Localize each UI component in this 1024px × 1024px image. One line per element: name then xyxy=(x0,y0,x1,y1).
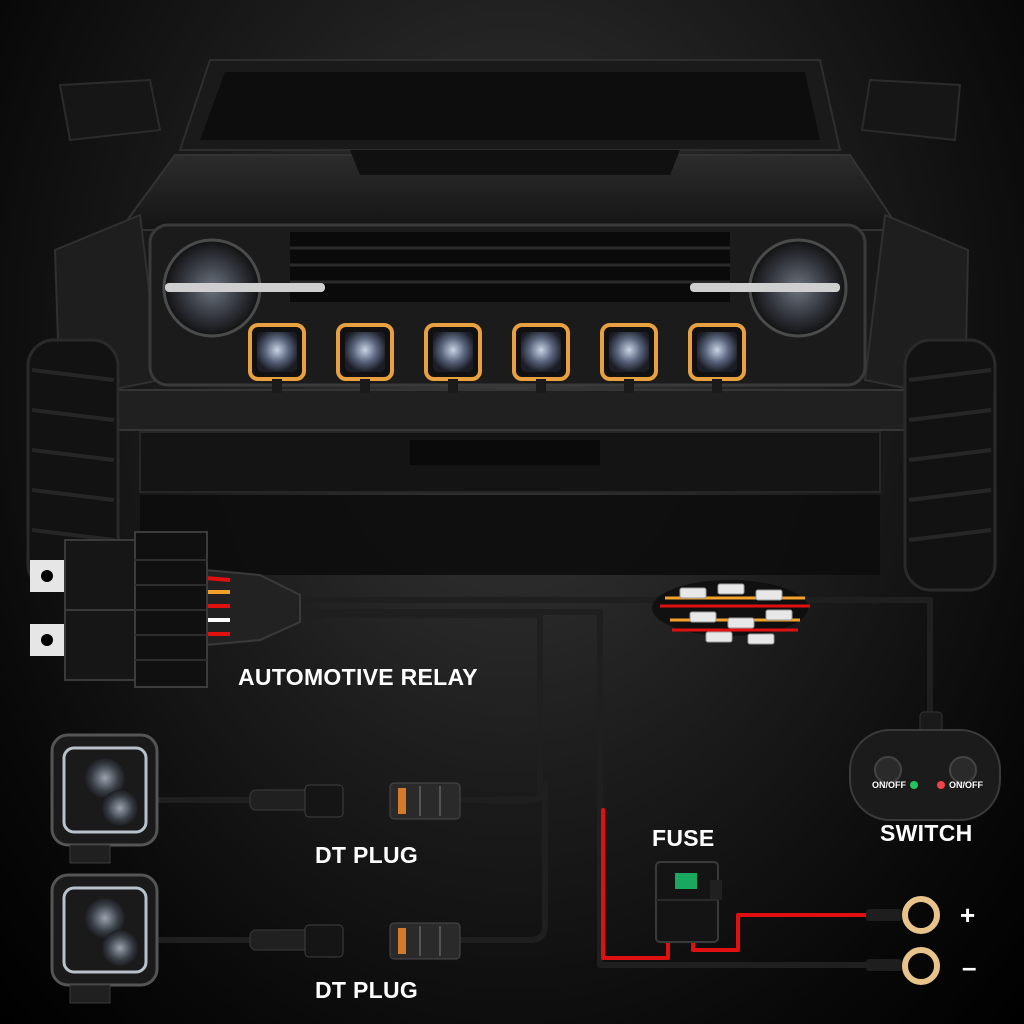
pod-light xyxy=(600,323,658,393)
dt-plug-label-bottom: DT PLUG xyxy=(315,977,419,1003)
dt-plug-label-top: DT PLUG xyxy=(315,842,419,868)
led-cube-light-top xyxy=(50,733,159,864)
truck-front-icon xyxy=(26,59,997,592)
switch-left-button-label: ON/OFF xyxy=(872,780,906,790)
fuse-icon xyxy=(655,861,722,943)
relay-icon xyxy=(30,531,208,688)
switch-label: SWITCH xyxy=(880,820,973,846)
led-cube-light-bottom xyxy=(50,873,159,1004)
splice-connectors-icon xyxy=(652,580,810,645)
pod-light xyxy=(512,323,570,393)
switch-right-button-label: ON/OFF xyxy=(949,780,983,790)
negative-terminal-label: – xyxy=(962,952,977,982)
relay-label: AUTOMOTIVE RELAY xyxy=(238,664,478,690)
positive-wires xyxy=(601,808,872,960)
front-pod-lights xyxy=(248,323,746,393)
pod-light xyxy=(248,323,306,393)
fuse-label: FUSE xyxy=(652,825,715,851)
negative-wires xyxy=(147,597,933,968)
ring-terminal-negative xyxy=(866,947,940,985)
dt-plug-icon xyxy=(249,782,461,960)
relay-wire-bundle xyxy=(204,576,231,636)
rocker-switch-icon xyxy=(849,711,1001,821)
pod-light xyxy=(424,323,482,393)
ring-terminal-positive xyxy=(866,896,940,934)
positive-terminal-label: + xyxy=(960,900,976,930)
pod-light xyxy=(336,323,394,393)
pod-light xyxy=(688,323,746,393)
